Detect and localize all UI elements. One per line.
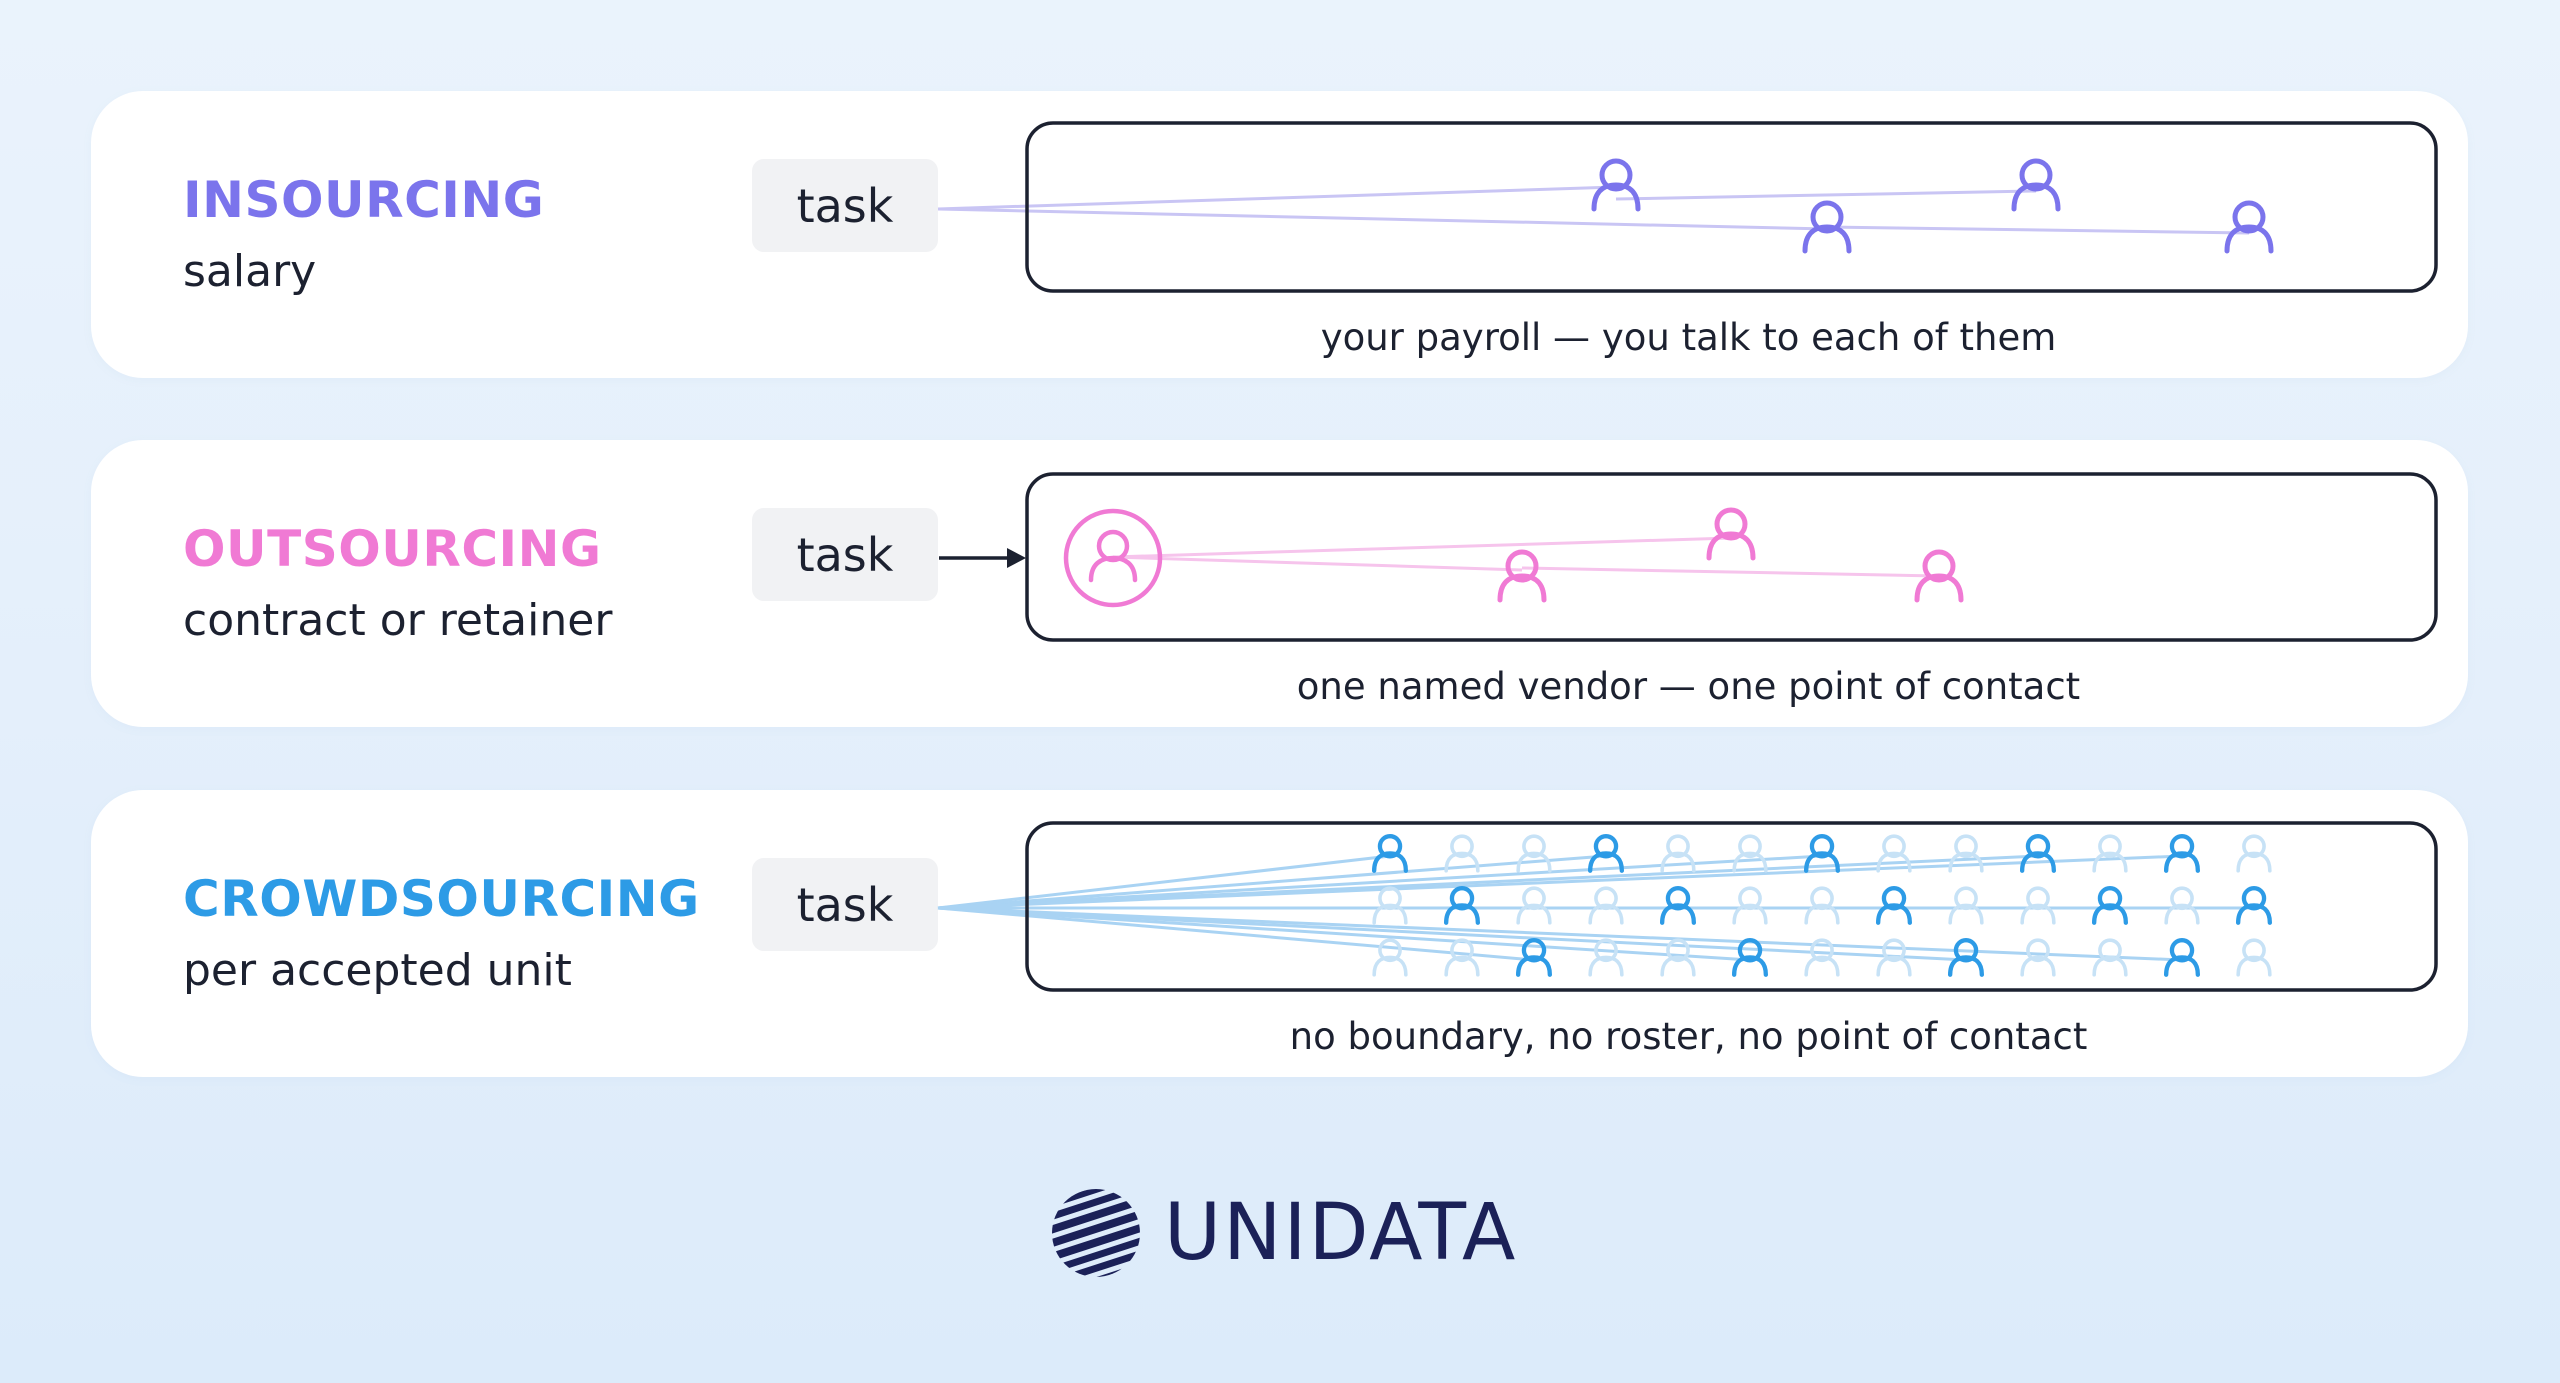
- outsourcing-vendor-boundary: [1025, 472, 2438, 642]
- insourcing-card: INSOURCING salary task: [91, 91, 2468, 378]
- insourcing-caption: your payroll — you talk to each of them: [1320, 316, 2057, 359]
- person-icon: [1588, 834, 1624, 873]
- person-icon: [1660, 886, 1696, 925]
- person-icon: [1876, 886, 1912, 925]
- person-icon: [1588, 886, 1624, 925]
- person-icon: [1732, 834, 1768, 873]
- insourcing-subtitle: salary: [183, 246, 317, 297]
- crowdsourcing-card: CROWDSOURCING per accepted unit task no …: [91, 790, 2468, 1077]
- person-icon: [2224, 200, 2274, 254]
- insourcing-payroll-boundary: [1025, 121, 2438, 293]
- crowdsourcing-title: CROWDSOURCING: [183, 870, 700, 928]
- person-icon: [1876, 938, 1912, 977]
- person-icon: [2092, 886, 2128, 925]
- connector-line: [937, 906, 1535, 962]
- person-icon: [1660, 938, 1696, 977]
- insourcing-connector-lines: [937, 185, 2250, 235]
- person-icon: [2164, 938, 2200, 977]
- person-icon: [1802, 200, 1852, 254]
- crowdsourcing-crowd: [1372, 834, 2272, 977]
- crowdsourcing-caption: no boundary, no roster, no point of cont…: [1289, 1015, 2088, 1058]
- person-icon: [1804, 834, 1840, 873]
- person-icon: [1372, 938, 1408, 977]
- crowdsourcing-task-box: task: [752, 858, 938, 951]
- person-icon: [1444, 834, 1480, 873]
- outsourcing-card: OUTSOURCING contract or retainer task: [91, 440, 2468, 727]
- connector-line: [937, 854, 1823, 910]
- crowdsourcing-subtitle: per accepted unit: [183, 945, 572, 996]
- person-icon: [2236, 834, 2272, 873]
- person-icon: [2236, 886, 2272, 925]
- person-icon: [1948, 834, 1984, 873]
- logo-wordmark: UNIDATA: [1164, 1188, 1518, 1278]
- outsourcing-team: [1497, 507, 1964, 603]
- person-icon: [1948, 886, 1984, 925]
- person-icon: [1516, 886, 1552, 925]
- arrow-right-icon: [939, 548, 1026, 568]
- person-icon: [2020, 834, 2056, 873]
- connector-line: [937, 854, 1607, 910]
- striped-globe-icon: [1052, 1189, 1140, 1277]
- connector-line: [937, 906, 2183, 962]
- person-icon: [1444, 938, 1480, 977]
- person-icon: [1591, 158, 1641, 212]
- person-icon: [2020, 938, 2056, 977]
- person-icon: [1660, 834, 1696, 873]
- person-icon: [2092, 938, 2128, 977]
- vendor-circle-icon: [1063, 508, 1163, 608]
- connector-line: [937, 906, 1751, 962]
- outsourcing-connector-lines: [1112, 536, 1940, 578]
- person-icon: [1876, 834, 1912, 873]
- person-icon: [1588, 938, 1624, 977]
- person-icon: [1372, 834, 1408, 873]
- person-icon: [1706, 507, 1756, 561]
- person-icon: [1516, 938, 1552, 977]
- person-icon: [1804, 886, 1840, 925]
- person-icon: [1732, 938, 1768, 977]
- insourcing-diagram: [937, 121, 2438, 293]
- person-icon: [2011, 158, 2061, 212]
- person-icon: [1804, 938, 1840, 977]
- outsourcing-subtitle: contract or retainer: [183, 595, 613, 646]
- person-icon: [1444, 886, 1480, 925]
- connector-line: [937, 854, 1391, 910]
- crowdsourcing-diagram: [937, 821, 2438, 992]
- outsourcing-title: OUTSOURCING: [183, 520, 602, 578]
- outsourcing-diagram: [939, 472, 2438, 642]
- person-icon: [2236, 938, 2272, 977]
- insourcing-workers: [1591, 158, 2274, 254]
- person-icon: [2020, 886, 2056, 925]
- crowdsourcing-open-area: [1025, 821, 2438, 992]
- person-icon: [1948, 938, 1984, 977]
- person-icon: [1914, 549, 1964, 603]
- insourcing-title: INSOURCING: [183, 171, 545, 229]
- person-icon: [2164, 886, 2200, 925]
- person-icon: [1516, 834, 1552, 873]
- connector-line: [937, 906, 1967, 962]
- connector-line: [937, 854, 2183, 910]
- person-icon: [2164, 834, 2200, 873]
- person-icon: [1497, 549, 1547, 603]
- person-icon: [2092, 834, 2128, 873]
- person-icon: [1372, 886, 1408, 925]
- outsourcing-task-box: task: [752, 508, 938, 601]
- insourcing-task-box: task: [752, 159, 938, 252]
- outsourcing-caption: one named vendor — one point of contact: [1296, 665, 2081, 708]
- person-icon: [1732, 886, 1768, 925]
- unidata-logo: UNIDATA: [1050, 1183, 1517, 1283]
